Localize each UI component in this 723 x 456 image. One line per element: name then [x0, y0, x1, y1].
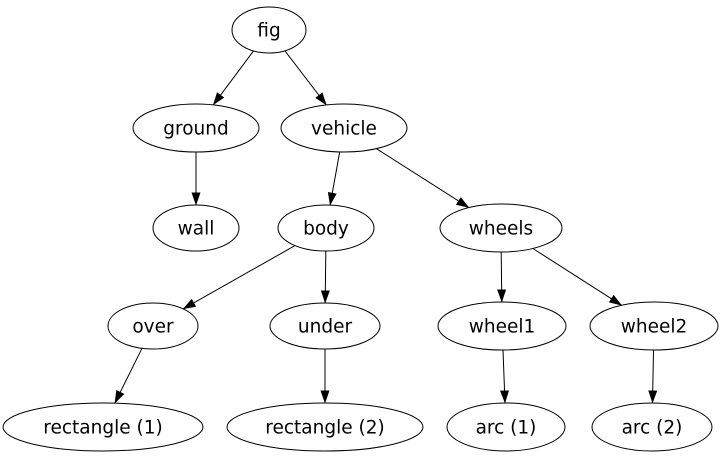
node-ellipse-vehicle — [280, 103, 408, 153]
graph-node-wheels: wheels — [439, 203, 563, 253]
edge-wheels-to-wheel1 — [497, 251, 507, 303]
node-label-ground: ground — [163, 118, 228, 139]
graph-node-arc2: arc (2) — [591, 402, 713, 452]
node-ellipse-over — [107, 302, 199, 350]
node-ellipse-arc1 — [446, 402, 566, 452]
node-ellipse-body — [277, 204, 375, 252]
edge-fig-to-vehicle — [284, 50, 327, 106]
graph-node-body: body — [277, 204, 375, 252]
graph-node-over: over — [107, 302, 199, 350]
edge-wheels-to-wheel2 — [532, 248, 623, 306]
nodes-layer: fig ground vehicle wall body wheels over under w… — [2, 6, 719, 452]
node-ellipse-arc2 — [591, 402, 713, 452]
edge-vehicle-to-body — [327, 151, 341, 206]
edge-wheel1-to-arc1 — [500, 349, 510, 404]
graph-node-wall: wall — [152, 204, 240, 252]
graph-node-fig: fig — [231, 6, 307, 54]
node-ellipse-rectangle1 — [2, 402, 204, 452]
node-label-wheel1: wheel1 — [469, 316, 536, 337]
edge-vehicle-to-wheels — [376, 148, 470, 209]
node-ellipse-fig — [231, 6, 307, 54]
node-label-wall: wall — [178, 218, 215, 239]
node-ellipse-ground — [132, 103, 260, 153]
edge-body-to-under — [320, 250, 330, 304]
edges-layer — [114, 50, 658, 404]
edge-wheel2-to-arc2 — [648, 349, 658, 404]
node-label-rectangle1: rectangle (1) — [43, 417, 162, 438]
node-label-over: over — [132, 316, 174, 337]
edge-body-to-over — [182, 245, 296, 310]
node-label-under: under — [298, 316, 353, 337]
node-label-wheel2: wheel2 — [621, 316, 688, 337]
graph-node-rectangle2: rectangle (2) — [226, 402, 424, 452]
node-label-fig: fig — [257, 20, 280, 41]
node-ellipse-under — [269, 302, 381, 350]
graph-node-wheel2: wheel2 — [589, 301, 719, 351]
graph-node-ground: ground — [132, 103, 260, 153]
graph-node-rectangle1: rectangle (1) — [2, 402, 204, 452]
graph-node-arc1: arc (1) — [446, 402, 566, 452]
node-label-vehicle: vehicle — [311, 118, 377, 139]
node-ellipse-wheels — [439, 203, 563, 253]
node-ellipse-wheel2 — [589, 301, 719, 351]
edge-fig-to-ground — [212, 50, 254, 106]
node-label-body: body — [303, 218, 349, 239]
node-label-arc1: arc (1) — [476, 417, 537, 438]
node-ellipse-wall — [152, 204, 240, 252]
graph-node-wheel1: wheel1 — [437, 301, 567, 351]
node-ellipse-wheel1 — [437, 301, 567, 351]
graph-node-under: under — [269, 302, 381, 350]
graph-node-vehicle: vehicle — [280, 103, 408, 153]
node-label-rectangle2: rectangle (2) — [265, 417, 384, 438]
node-label-wheels: wheels — [469, 218, 533, 239]
node-ellipse-rectangle2 — [226, 402, 424, 452]
node-label-arc2: arc (2) — [622, 417, 683, 438]
edge-over-to-rectangle1 — [114, 348, 143, 404]
